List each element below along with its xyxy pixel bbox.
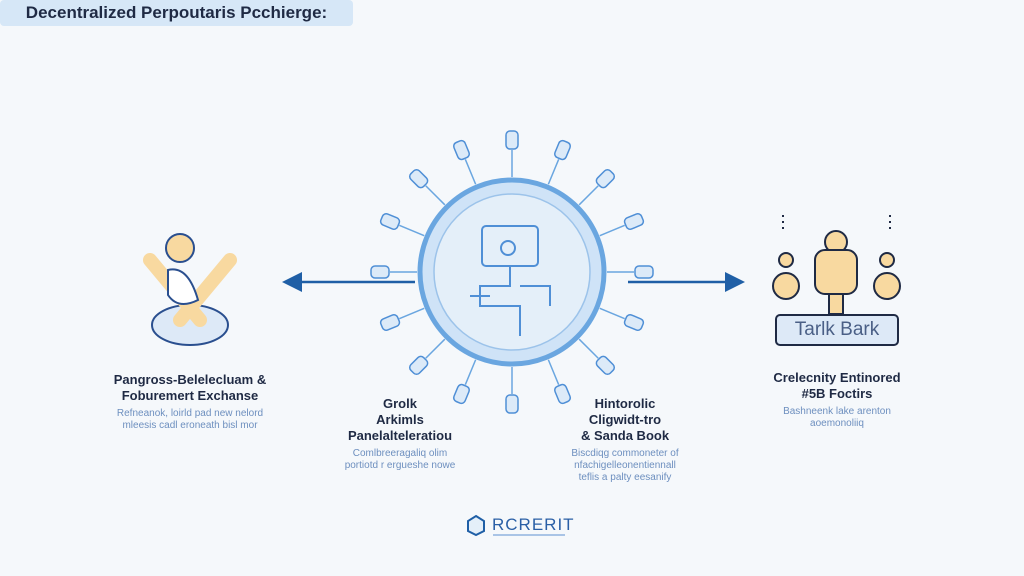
node-token-icon xyxy=(379,212,401,230)
node-token-icon xyxy=(595,168,616,189)
right-heading-2: #5B Foctirs xyxy=(801,386,873,401)
diagram-title: Decentralized Perpoutaris Pcchierge: xyxy=(0,0,353,26)
right-heading: Crelecnity Entinored xyxy=(773,370,901,385)
center-left-heading-3: Panelalteleratiou xyxy=(347,428,453,443)
logo-tagline-line xyxy=(493,534,565,536)
node-token-icon xyxy=(408,168,429,189)
right-desc-2: aoemonoliiq xyxy=(810,418,864,429)
node-token-icon xyxy=(452,139,470,161)
center-left-heading-2: Arkimls xyxy=(376,412,424,427)
node-token-icon xyxy=(623,314,645,332)
node-connector xyxy=(464,158,477,185)
node-token-icon xyxy=(623,212,645,230)
center-right-heading-3: & Sanda Book xyxy=(580,428,670,443)
stamp-illustration xyxy=(772,215,901,346)
node-token-icon xyxy=(595,355,616,376)
center-right-desc: Biscdiqg commoneter of xyxy=(571,448,679,459)
node-token-icon xyxy=(554,383,572,405)
center-left-heading: Grolk xyxy=(383,396,417,411)
node-connector xyxy=(599,307,626,320)
center-right-heading-2: Cligwidt-tro xyxy=(588,412,662,427)
center-right-desc-2: nfachigelleonentiennall xyxy=(574,460,676,471)
node-connector xyxy=(578,338,599,359)
node-token-icon xyxy=(370,265,390,279)
center-right-desc-3: teflis a palty eesanify xyxy=(578,472,672,483)
center-right-heading: Hintorolic xyxy=(594,396,656,411)
node-connector xyxy=(547,359,560,386)
node-connector xyxy=(547,158,560,185)
node-ring xyxy=(370,130,654,414)
left-heading-2: Foburemert Exchanse xyxy=(121,388,259,403)
node-connector xyxy=(425,338,446,359)
right-section: Crelecnity Entinored #5B Foctirs Bashnee… xyxy=(737,370,937,430)
center-left-section: Grolk Arkimls Panelalteleratiou Comlbree… xyxy=(300,396,500,472)
node-connector xyxy=(578,185,599,206)
node-token-icon xyxy=(554,139,572,161)
node-token-icon xyxy=(408,355,429,376)
left-section: Pangross-Belelecluam & Foburemert Exchan… xyxy=(90,372,290,432)
node-connector xyxy=(464,359,477,386)
node-connector xyxy=(425,185,446,206)
left-desc-2: mleesis cadl eroneath bisl mor xyxy=(122,420,258,431)
center-left-desc: Comlbreeragaliq olim xyxy=(352,448,448,459)
node-token-icon xyxy=(379,314,401,332)
logo-icon xyxy=(467,514,485,537)
node-connector xyxy=(398,224,425,237)
left-heading: Pangross-Belelecluam & xyxy=(113,372,267,387)
logo-text: RCRERIT xyxy=(492,515,575,534)
right-desc: Bashneenk lake arenton xyxy=(783,406,891,417)
center-right-section: Hintorolic Cligwidt-tro & Sanda Book Bis… xyxy=(525,396,725,484)
node-token-icon xyxy=(452,383,470,405)
center-left-desc-2: portiotd r ergueshe nowe xyxy=(344,460,456,471)
left-desc: Refneanok, loirld pad new nelord xyxy=(116,408,264,419)
person-illustration xyxy=(143,233,237,346)
hub-circuit-icon xyxy=(470,225,551,336)
stamp-sign-text: Tarlk Bark xyxy=(794,319,880,340)
node-token-icon xyxy=(505,394,519,414)
node-connector xyxy=(398,307,425,320)
node-token-icon xyxy=(634,265,654,279)
node-token-icon xyxy=(505,130,519,150)
node-connector xyxy=(599,224,626,237)
